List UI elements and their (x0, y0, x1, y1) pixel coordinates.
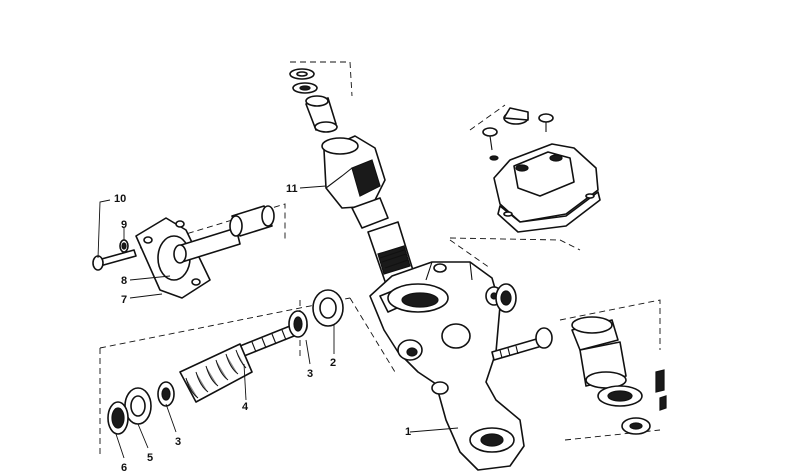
callout-3-upper: 3 (307, 368, 313, 380)
callout-2: 2 (330, 357, 336, 369)
callout-1: 1 (405, 426, 411, 438)
callout-labels: 1 2 3 3 4 5 6 7 8 9 10 11 (114, 183, 411, 473)
top-cover-screws (482, 107, 554, 161)
side-seal-ring (495, 283, 517, 313)
gear-housing (369, 261, 525, 471)
retaining-bolt (92, 249, 137, 271)
top-washers (289, 68, 318, 94)
callout-6: 6 (121, 462, 127, 473)
sector-bearing-stack (571, 316, 667, 435)
snap-ring (107, 401, 129, 435)
callout-3-lower: 3 (175, 436, 181, 448)
input-shaft (173, 227, 241, 264)
top-cover-plate (493, 143, 601, 233)
bearing-ring-inner (288, 310, 308, 338)
callout-10: 10 (114, 193, 126, 205)
valve-collar (351, 197, 389, 229)
bearing-race (124, 387, 152, 425)
callout-4: 4 (242, 401, 249, 413)
bearing-ring-outer (312, 289, 344, 327)
leader-lines (97, 185, 459, 459)
callout-7: 7 (121, 294, 127, 306)
callout-11: 11 (286, 183, 298, 195)
callout-5: 5 (147, 452, 153, 464)
callout-9: 9 (121, 219, 127, 231)
shaft-sleeve (229, 205, 275, 237)
callout-8: 8 (121, 275, 127, 287)
valve-housing-block (321, 135, 386, 209)
lock-washer (119, 239, 129, 253)
rubber-boot (179, 343, 253, 403)
adjuster-bolt (491, 327, 553, 361)
top-bushing (305, 95, 338, 133)
thrust-washer (157, 381, 175, 407)
